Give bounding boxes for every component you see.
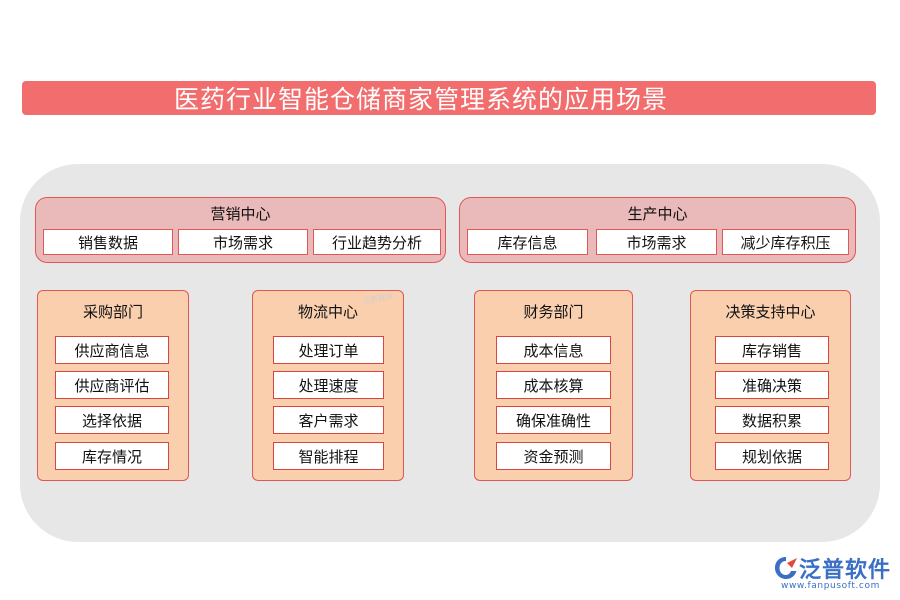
dept-item: 数据积累 — [715, 406, 829, 434]
dept-item: 客户需求 — [273, 406, 384, 434]
production-item-market-demand: 市场需求 — [596, 229, 717, 255]
fanpu-logo-icon — [775, 557, 797, 579]
dept-item: 库存情况 — [55, 442, 169, 470]
dept-title: 物流中心 — [297, 303, 358, 321]
dept-item: 供应商评估 — [55, 371, 169, 399]
page-title: 医药行业智能仓储商家管理系统的应用场景 — [174, 85, 669, 114]
dept-item: 准确决策 — [715, 371, 829, 399]
production-center-title: 生产中心 — [627, 205, 688, 223]
logo-url: www.fanpusoft.com — [781, 581, 880, 591]
dept-item: 成本核算 — [496, 371, 611, 399]
production-item-inventory-info: 库存信息 — [467, 229, 588, 255]
dept-logistics: 物流中心 处理订单 处理速度 客户需求 智能排程 — [252, 290, 404, 481]
dept-item: 智能排程 — [273, 442, 384, 470]
dept-item: 资金预测 — [496, 442, 611, 470]
marketing-item-sales-data: 销售数据 — [43, 229, 173, 255]
dept-item: 选择依据 — [55, 406, 169, 434]
dept-item: 供应商信息 — [55, 336, 169, 364]
dept-decision-support: 决策支持中心 库存销售 准确决策 数据积累 规划依据 — [690, 290, 851, 481]
dept-finance: 财务部门 成本信息 成本核算 确保准确性 资金预测 — [474, 290, 633, 481]
dept-purchasing: 采购部门 供应商信息 供应商评估 选择依据 库存情况 — [37, 290, 189, 481]
dept-title: 财务部门 — [523, 303, 584, 321]
dept-item: 确保准确性 — [496, 406, 611, 434]
logo-name: 泛普软件 — [799, 558, 892, 583]
brand-logo: 泛普软件 www.fanpusoft.com — [772, 553, 892, 595]
production-center-box: 生产中心 库存信息 市场需求 减少库存积压 — [459, 197, 856, 263]
dept-item: 处理速度 — [273, 371, 384, 399]
marketing-center-box: 营销中心 销售数据 市场需求 行业趋势分析 — [35, 197, 446, 263]
dept-item: 库存销售 — [715, 336, 829, 364]
title-bar: 医药行业智能仓储商家管理系统的应用场景 — [22, 81, 876, 115]
dept-item: 规划依据 — [715, 442, 829, 470]
dept-title: 决策支持中心 — [725, 303, 816, 321]
marketing-center-title: 营销中心 — [210, 205, 271, 223]
dept-title: 采购部门 — [82, 303, 143, 321]
dept-item: 成本信息 — [496, 336, 611, 364]
production-item-reduce-backlog: 减少库存积压 — [722, 229, 849, 255]
dept-item: 处理订单 — [273, 336, 384, 364]
marketing-item-industry-trend: 行业趋势分析 — [313, 229, 441, 255]
marketing-item-market-demand: 市场需求 — [178, 229, 308, 255]
